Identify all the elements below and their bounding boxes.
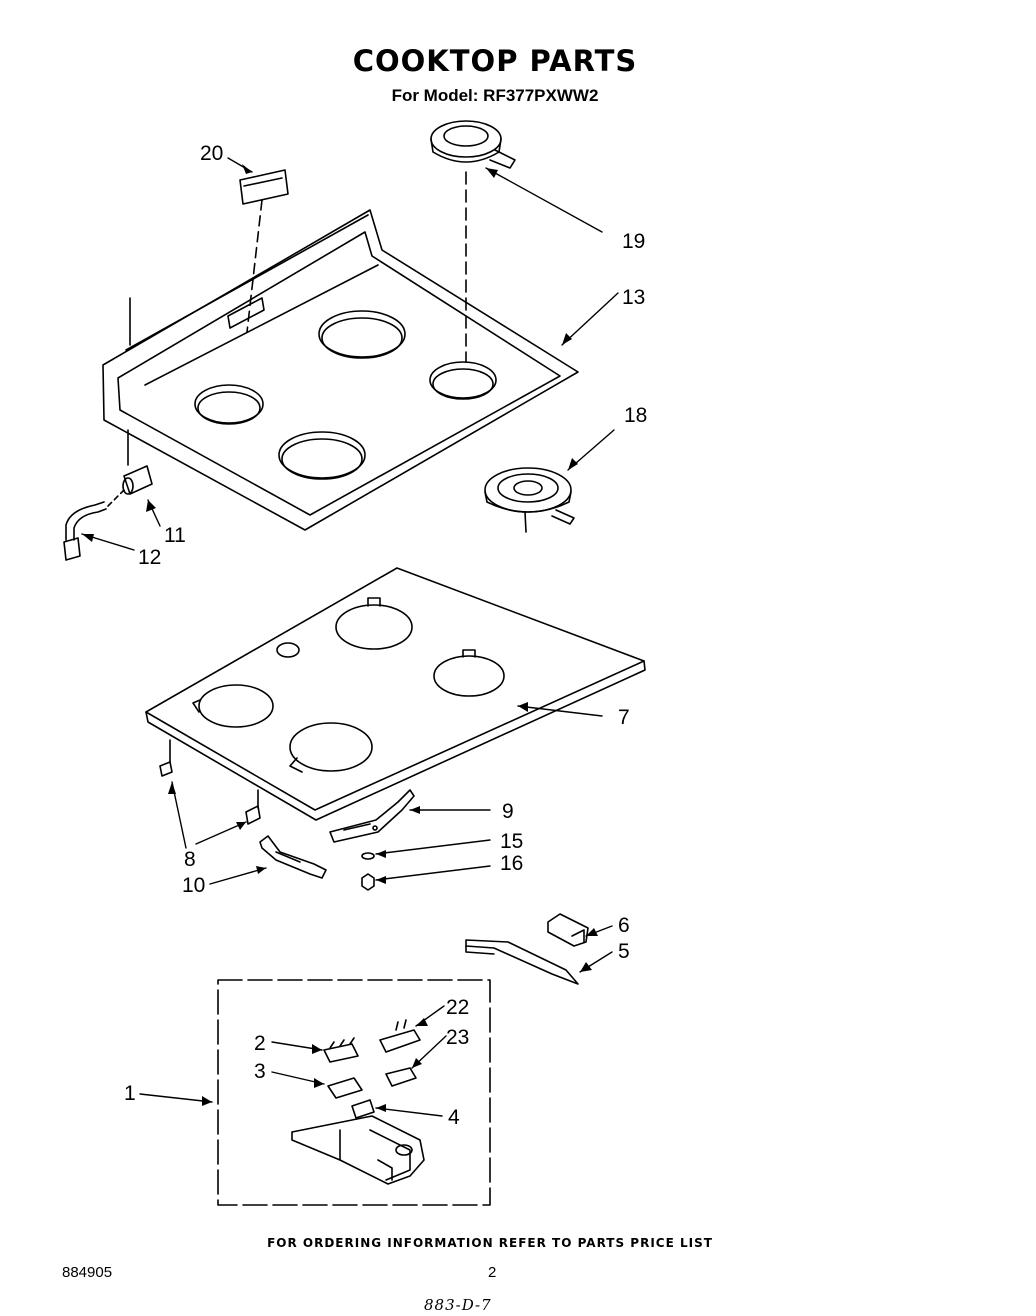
- cooktop-panel: [102, 209, 579, 531]
- part-11-terminal-block: [122, 465, 153, 495]
- part-5-support-bracket: [465, 939, 579, 985]
- callout-22: 22: [446, 996, 469, 1019]
- model-subtitle: For Model: RF377PXWW2: [391, 86, 599, 105]
- callout-8: 8: [184, 848, 196, 871]
- page-title: COOKTOP PARTS: [352, 44, 638, 78]
- callout-23: 23: [446, 1026, 469, 1049]
- part-12-wire-lead: [63, 489, 125, 561]
- callout-19: 19: [622, 230, 645, 253]
- callout-15: 15: [500, 830, 523, 853]
- part-18-surface-element: [484, 467, 575, 533]
- part-8-clip: [159, 761, 261, 825]
- handwritten-code: 883-D-7: [424, 1296, 492, 1314]
- part-19-surface-element: [430, 120, 516, 363]
- main-top-part-7: [145, 567, 646, 821]
- part-20-bracket: [239, 169, 289, 333]
- callout-12: 12: [138, 546, 161, 569]
- callout-leader-lines: [81, 157, 619, 1117]
- callout-2: 2: [254, 1032, 266, 1055]
- callout-7: 7: [618, 706, 630, 729]
- callout-1: 1: [124, 1082, 136, 1105]
- part-15-washer: [361, 852, 375, 860]
- callout-9: 9: [502, 800, 514, 823]
- page-number: 2: [488, 1264, 497, 1281]
- callout-arrowheads: [82, 164, 598, 1112]
- callout-labels: 1 2 3 4 5 6 7 8 9 10 11 12 13 15 16 18 1…: [124, 142, 647, 1129]
- callout-13: 13: [622, 286, 645, 309]
- switch-assembly-inset: [217, 979, 491, 1206]
- callout-10: 10: [182, 874, 205, 897]
- callout-3: 3: [254, 1060, 266, 1083]
- part-9-bracket: [329, 789, 415, 843]
- callout-5: 5: [618, 940, 630, 963]
- part-6-terminal-block: [547, 913, 589, 947]
- part-16-nut: [361, 873, 375, 891]
- callout-16: 16: [500, 852, 523, 875]
- document-number: 884905: [62, 1264, 113, 1281]
- part-10-bracket: [259, 835, 327, 879]
- ordering-info-note: FOR ORDERING INFORMATION REFER TO PARTS …: [267, 1236, 713, 1250]
- callout-4: 4: [448, 1106, 460, 1129]
- callout-11: 11: [164, 524, 186, 547]
- callout-18: 18: [624, 404, 647, 427]
- callout-20: 20: [200, 142, 223, 165]
- callout-6: 6: [618, 914, 630, 937]
